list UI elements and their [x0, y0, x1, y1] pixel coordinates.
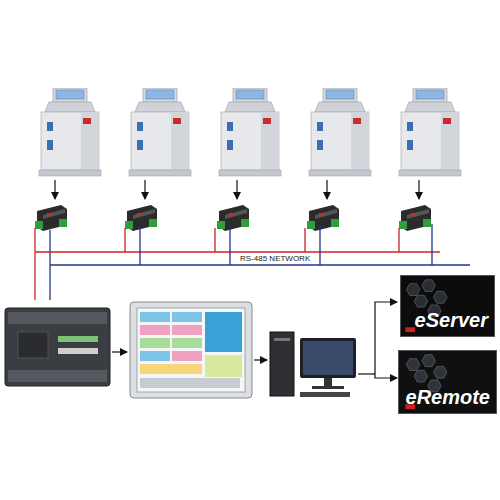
- arrow: [326, 180, 327, 199]
- arrow: [358, 373, 375, 374]
- monitor: [300, 338, 356, 378]
- wire: [34, 228, 35, 300]
- wire: [50, 264, 470, 265]
- wire: [140, 224, 432, 265]
- software-name: eRemote: [406, 387, 490, 407]
- software-name: eServer: [415, 310, 488, 330]
- converter: [217, 205, 249, 231]
- hmi-bezel: [130, 302, 252, 398]
- computer: [270, 332, 356, 397]
- machine: [399, 88, 461, 176]
- flow-arrows: [112, 302, 397, 378]
- converter: [307, 205, 339, 231]
- hmi-cell: [172, 325, 202, 335]
- monitor-stand: [324, 378, 332, 386]
- arrow: [236, 180, 237, 199]
- pc-drive: [274, 338, 290, 341]
- arrow: [418, 180, 419, 199]
- plc-panel: [18, 332, 48, 358]
- converters: [35, 205, 431, 231]
- plc-body: [5, 308, 110, 386]
- converter: [399, 205, 431, 231]
- machine-arrows: [55, 180, 419, 199]
- wire: [125, 228, 399, 252]
- machine: [219, 88, 281, 176]
- arrow: [375, 374, 397, 378]
- monitor-screen: [303, 341, 353, 375]
- hmi-cell: [140, 338, 170, 348]
- plc-leds: [58, 336, 98, 342]
- converter: [125, 205, 157, 231]
- network-label: RS-485 NETWORK: [238, 254, 312, 264]
- software-box: eServer: [400, 275, 495, 337]
- hmi-cell: [140, 351, 170, 361]
- monitor-base: [312, 386, 344, 389]
- arrow: [144, 180, 145, 199]
- arrow: [54, 180, 55, 199]
- hmi: [130, 302, 252, 398]
- machine: [39, 88, 101, 176]
- machine: [129, 88, 191, 176]
- machines: [39, 88, 461, 176]
- pc-tower: [270, 332, 294, 396]
- hmi-cell: [140, 312, 170, 322]
- software-box: eRemote: [398, 350, 497, 414]
- plc-leds: [58, 348, 98, 354]
- arrow: [112, 351, 127, 352]
- keyboard: [300, 392, 350, 397]
- machine: [309, 88, 371, 176]
- hmi-cell: [140, 325, 170, 335]
- arrow: [254, 359, 267, 360]
- wire: [35, 251, 440, 252]
- logo-mark: [405, 327, 415, 332]
- plc: [5, 308, 110, 386]
- hmi-cell: [172, 312, 202, 322]
- hmi-screen: [137, 308, 245, 392]
- hmi-cell: [140, 364, 202, 374]
- hmi-cell: [205, 312, 242, 352]
- converter: [35, 205, 67, 231]
- plc-terminals: [8, 370, 107, 382]
- plc-terminals: [8, 312, 107, 324]
- hmi-cell: [205, 355, 242, 377]
- hmi-cell: [172, 351, 202, 361]
- hmi-cell: [172, 338, 202, 348]
- hmi-buttons: [140, 378, 240, 388]
- arrow: [375, 302, 397, 374]
